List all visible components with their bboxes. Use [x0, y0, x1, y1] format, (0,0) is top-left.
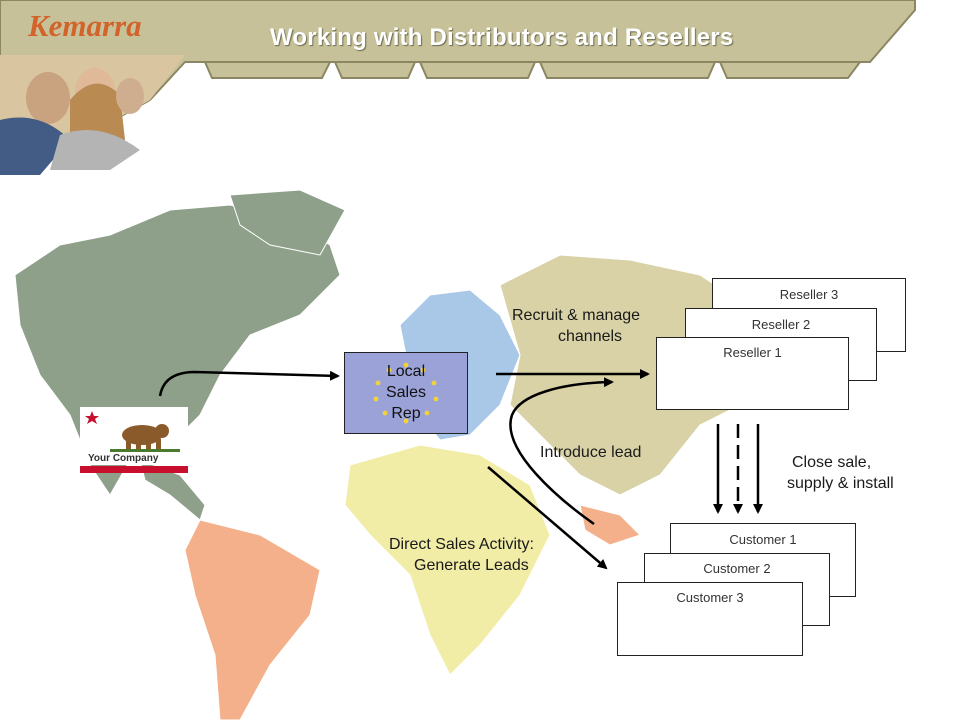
- sales-rep-label: Local Sales Rep: [345, 361, 467, 424]
- reseller-3-label: Reseller 3: [779, 287, 839, 302]
- page-title: Working with Distributors and Resellers: [270, 24, 734, 51]
- south-america-shape: [184, 519, 321, 720]
- direct-line-2: Generate Leads: [414, 557, 529, 574]
- local-sales-rep-box: Local Sales Rep: [344, 352, 468, 434]
- close-line-2: supply & install: [787, 475, 894, 492]
- eu-stars-icon: [373, 362, 439, 424]
- customer-1-label: Customer 1: [729, 532, 797, 547]
- customer-3-box: Customer 3: [617, 582, 803, 656]
- kemarra-logo: Kemarra: [28, 8, 142, 43]
- reseller-1-label: Reseller 1: [723, 345, 782, 360]
- direct-sales-arrow: [487, 466, 608, 570]
- sales-rep-line-3: Rep: [391, 405, 421, 422]
- recruit-line-1: Recruit & manage: [512, 307, 641, 324]
- southeast-asia-shape: [579, 504, 641, 546]
- close-line-1: Close sale,: [792, 454, 872, 471]
- customer-2-label: Customer 2: [703, 561, 771, 576]
- direct-sales-label: Direct Sales Activity: Generate Leads: [389, 534, 569, 576]
- reseller-2-label: Reseller 2: [751, 317, 811, 332]
- introduce-lead-arrow: [509, 377, 614, 526]
- company-to-rep-arrow: [158, 370, 340, 397]
- recruit-line-2: channels: [558, 328, 623, 345]
- greenland-shape: [229, 189, 346, 256]
- customer-3-label: Customer 3: [676, 590, 744, 605]
- reseller-1-box: Reseller 1: [656, 337, 849, 410]
- company-label: Your Company: [88, 453, 159, 464]
- recruit-label: Recruit & manage channels: [512, 305, 672, 347]
- introduce-lead-label: Introduce lead: [540, 444, 642, 461]
- flag-field: [80, 407, 188, 465]
- header-graphic: [0, 0, 916, 176]
- your-company-flag: Your Company: [80, 407, 190, 473]
- header-banner: Kemarra Working with Distributors and Re…: [0, 0, 960, 176]
- sales-rep-line-2: Sales: [385, 384, 427, 401]
- direct-line-1: Direct Sales Activity:: [389, 536, 534, 553]
- flag-stripe: [80, 466, 188, 473]
- bear-icon: [85, 411, 180, 452]
- africa-shape: [344, 444, 551, 676]
- close-sale-label: Close sale, supply & install: [787, 452, 937, 494]
- sales-rep-line-1: Local: [386, 363, 426, 380]
